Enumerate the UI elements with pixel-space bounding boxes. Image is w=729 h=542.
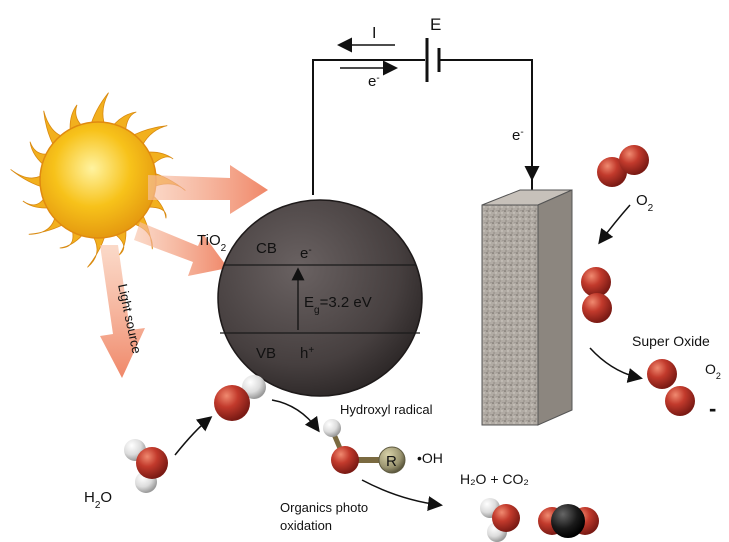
light-arrows <box>100 165 268 378</box>
circuit-wire-left <box>312 59 425 195</box>
oh-to-organic-arrow <box>271 399 320 433</box>
product-co2-molecule <box>538 504 599 538</box>
o2-label: O2 <box>636 192 654 214</box>
organics-label-line2: oxidation <box>280 518 332 533</box>
vb-hole-label: h+ <box>300 345 314 363</box>
counter-electrode <box>481 189 573 426</box>
tio2-particle <box>217 199 423 397</box>
hydroxyl-molecule <box>214 375 266 421</box>
products-label: H₂O + CO₂ <box>460 471 529 487</box>
oxidation-arrow <box>361 479 443 511</box>
light-arrow-down <box>100 245 145 378</box>
oxygen-molecule-adsorbed <box>581 267 612 323</box>
r-group-label: R <box>386 453 397 470</box>
cb-electron-label: e- <box>300 245 312 263</box>
light-arrow-top <box>148 165 268 214</box>
superoxide-label: Super Oxide <box>632 333 710 349</box>
hydroxyl-radical-label: Hydroxyl radical <box>340 402 433 417</box>
light-arrow-middle <box>134 222 228 276</box>
voltage-label: E <box>430 15 441 34</box>
water-label: H2O <box>84 489 112 511</box>
water-to-oh-arrow <box>174 416 213 456</box>
superoxide-charge: - <box>709 396 716 421</box>
electrode-side-face <box>537 189 573 426</box>
oh-radical-label: •OH <box>417 450 443 466</box>
organics-label-line1: Organics photo <box>280 500 368 515</box>
cb-label: CB <box>256 240 277 257</box>
superoxide-molecule <box>647 359 695 416</box>
oxygen-molecule-top <box>597 145 649 187</box>
organic-radical-molecule <box>323 419 406 474</box>
superoxide-arrow <box>589 347 643 383</box>
water-molecule <box>124 439 168 493</box>
bandgap-label: Eg=3.2 eV <box>304 294 372 316</box>
electrode-front-face <box>481 204 539 426</box>
o2-adsorb-arrow <box>598 204 631 245</box>
electron-flow-label: e- <box>368 73 380 91</box>
product-water-molecule <box>480 498 520 542</box>
vb-label: VB <box>256 345 276 362</box>
electron-down-label: e- <box>512 127 524 145</box>
external-circuit <box>305 37 540 243</box>
superoxide-formula: O2 <box>705 361 721 381</box>
sun-ray <box>87 230 107 268</box>
current-label: I <box>372 25 376 42</box>
tio2-label: TiO2 <box>197 232 227 254</box>
